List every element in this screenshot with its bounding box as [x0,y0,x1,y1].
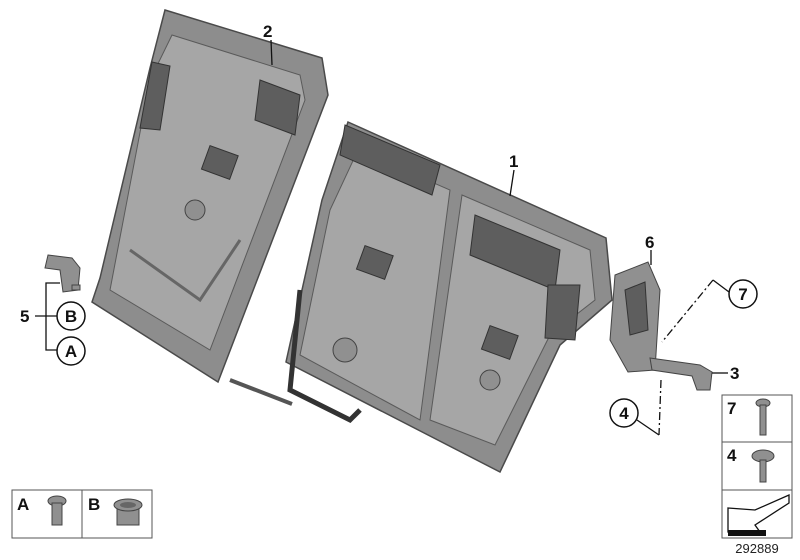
legend-box-screws: 7 4 [721,394,793,539]
grommet-b-icon [113,498,143,526]
leader-line-2 [270,39,273,66]
callout-3: 3 [730,364,739,383]
callout-5: 5 [20,307,29,326]
legend-7-label: 7 [727,399,736,418]
dash-line-7 [661,279,714,343]
dash-line-4 [658,379,662,436]
legend-b-label: B [88,495,100,514]
callout-1: 1 [509,152,518,171]
leader-line-4 [636,419,660,436]
callout-circle-4 [609,398,639,428]
lock-part-6[interactable] [609,261,661,373]
callout-6: 6 [645,233,654,252]
clip-a-icon [47,495,67,526]
leader-line-7 [712,279,730,293]
reference-number: 292889 [735,541,778,556]
callout-circle-7 [728,279,758,309]
bracket-part-5[interactable] [44,254,81,293]
bracket-line-5 [35,282,60,351]
flange-screw-icon [751,449,775,483]
backrest-frame-right[interactable] [229,120,613,474]
callout-circle-a [56,336,86,366]
callout-2: 2 [263,22,272,41]
legend-a-label: A [17,495,29,514]
callout-a: A [65,342,77,361]
callout-7: 7 [738,285,747,304]
direction-arrow-icon [727,494,790,536]
leader-line-1 [509,169,515,197]
backrest-frame-left[interactable] [91,9,329,384]
legend-box-ab: A B [11,489,153,539]
countersunk-screw-icon [755,398,771,436]
legend-4-label: 4 [727,446,737,465]
bracket-part-3[interactable] [649,357,713,391]
callout-b: B [65,307,77,326]
callout-4: 4 [619,404,629,423]
callout-circle-b [56,301,86,331]
